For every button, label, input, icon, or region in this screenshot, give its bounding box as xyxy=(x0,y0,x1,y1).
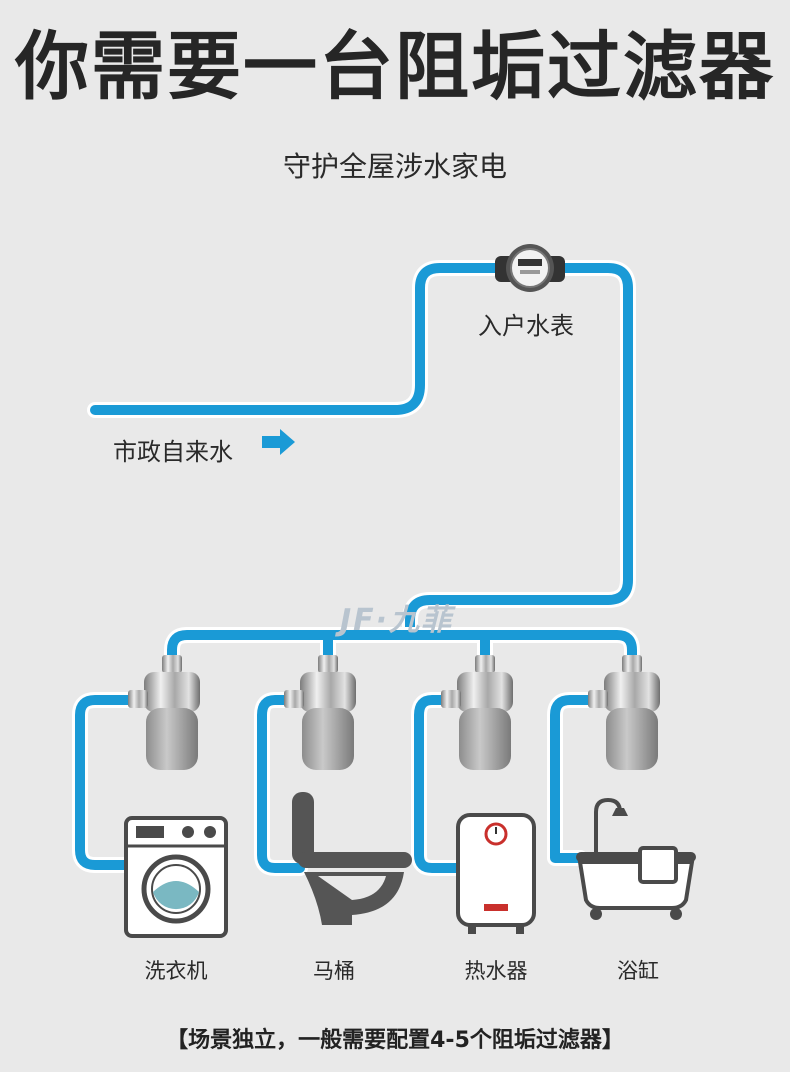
toilet-icon xyxy=(292,792,412,925)
filter-unit xyxy=(128,655,200,770)
filter-unit xyxy=(588,655,660,770)
footer-note: 【场景独立，一般需要配置4-5个阻垢过滤器】 xyxy=(166,1028,624,1053)
page-subtitle: 守护全屋涉水家电 xyxy=(282,150,507,183)
filter-unit xyxy=(284,655,356,770)
distribution-pipe xyxy=(164,627,640,673)
branch-pipes xyxy=(72,692,606,876)
meter-label: 入户水表 xyxy=(478,312,574,340)
main-pipe xyxy=(87,260,636,643)
device-label-toilet: 马桶 xyxy=(313,959,355,983)
device-label-water-heater: 热水器 xyxy=(464,959,528,983)
brand-watermark: JF·九菲 xyxy=(340,603,454,638)
bathtub-icon xyxy=(576,797,696,920)
water-heater-icon xyxy=(456,813,536,934)
page-title: 你需要一台阻垢过滤器 xyxy=(15,24,775,110)
washing-machine-icon xyxy=(124,816,228,938)
source-label: 市政自来水 xyxy=(113,438,233,466)
water-meter-icon xyxy=(495,244,565,292)
flow-arrow-icon xyxy=(262,429,295,455)
device-label-bathtub: 浴缸 xyxy=(617,959,659,983)
device-label-washing-machine: 洗衣机 xyxy=(144,959,208,983)
filter-unit xyxy=(441,655,513,770)
